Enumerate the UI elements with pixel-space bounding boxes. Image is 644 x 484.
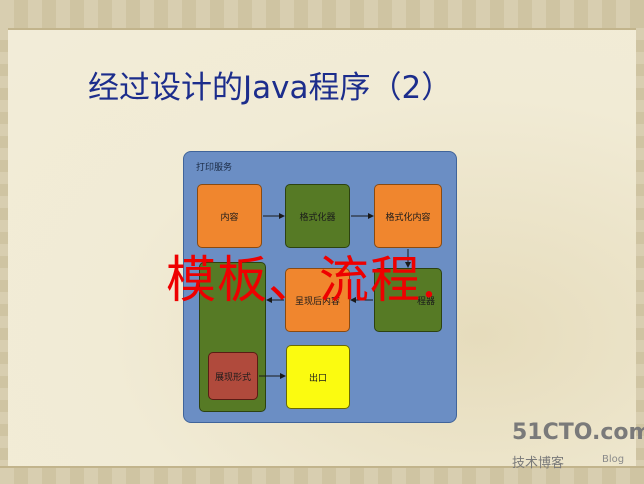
overlay-handwritten-text: 模板、流程. bbox=[166, 240, 438, 312]
watermark-logo: 51CTO.com bbox=[512, 420, 644, 445]
watermark-subtitle: 技术博客 bbox=[512, 452, 564, 471]
site-watermark: 51CTO.com 技术博客 Blog bbox=[512, 420, 636, 478]
watermark-blog: Blog bbox=[602, 454, 624, 465]
